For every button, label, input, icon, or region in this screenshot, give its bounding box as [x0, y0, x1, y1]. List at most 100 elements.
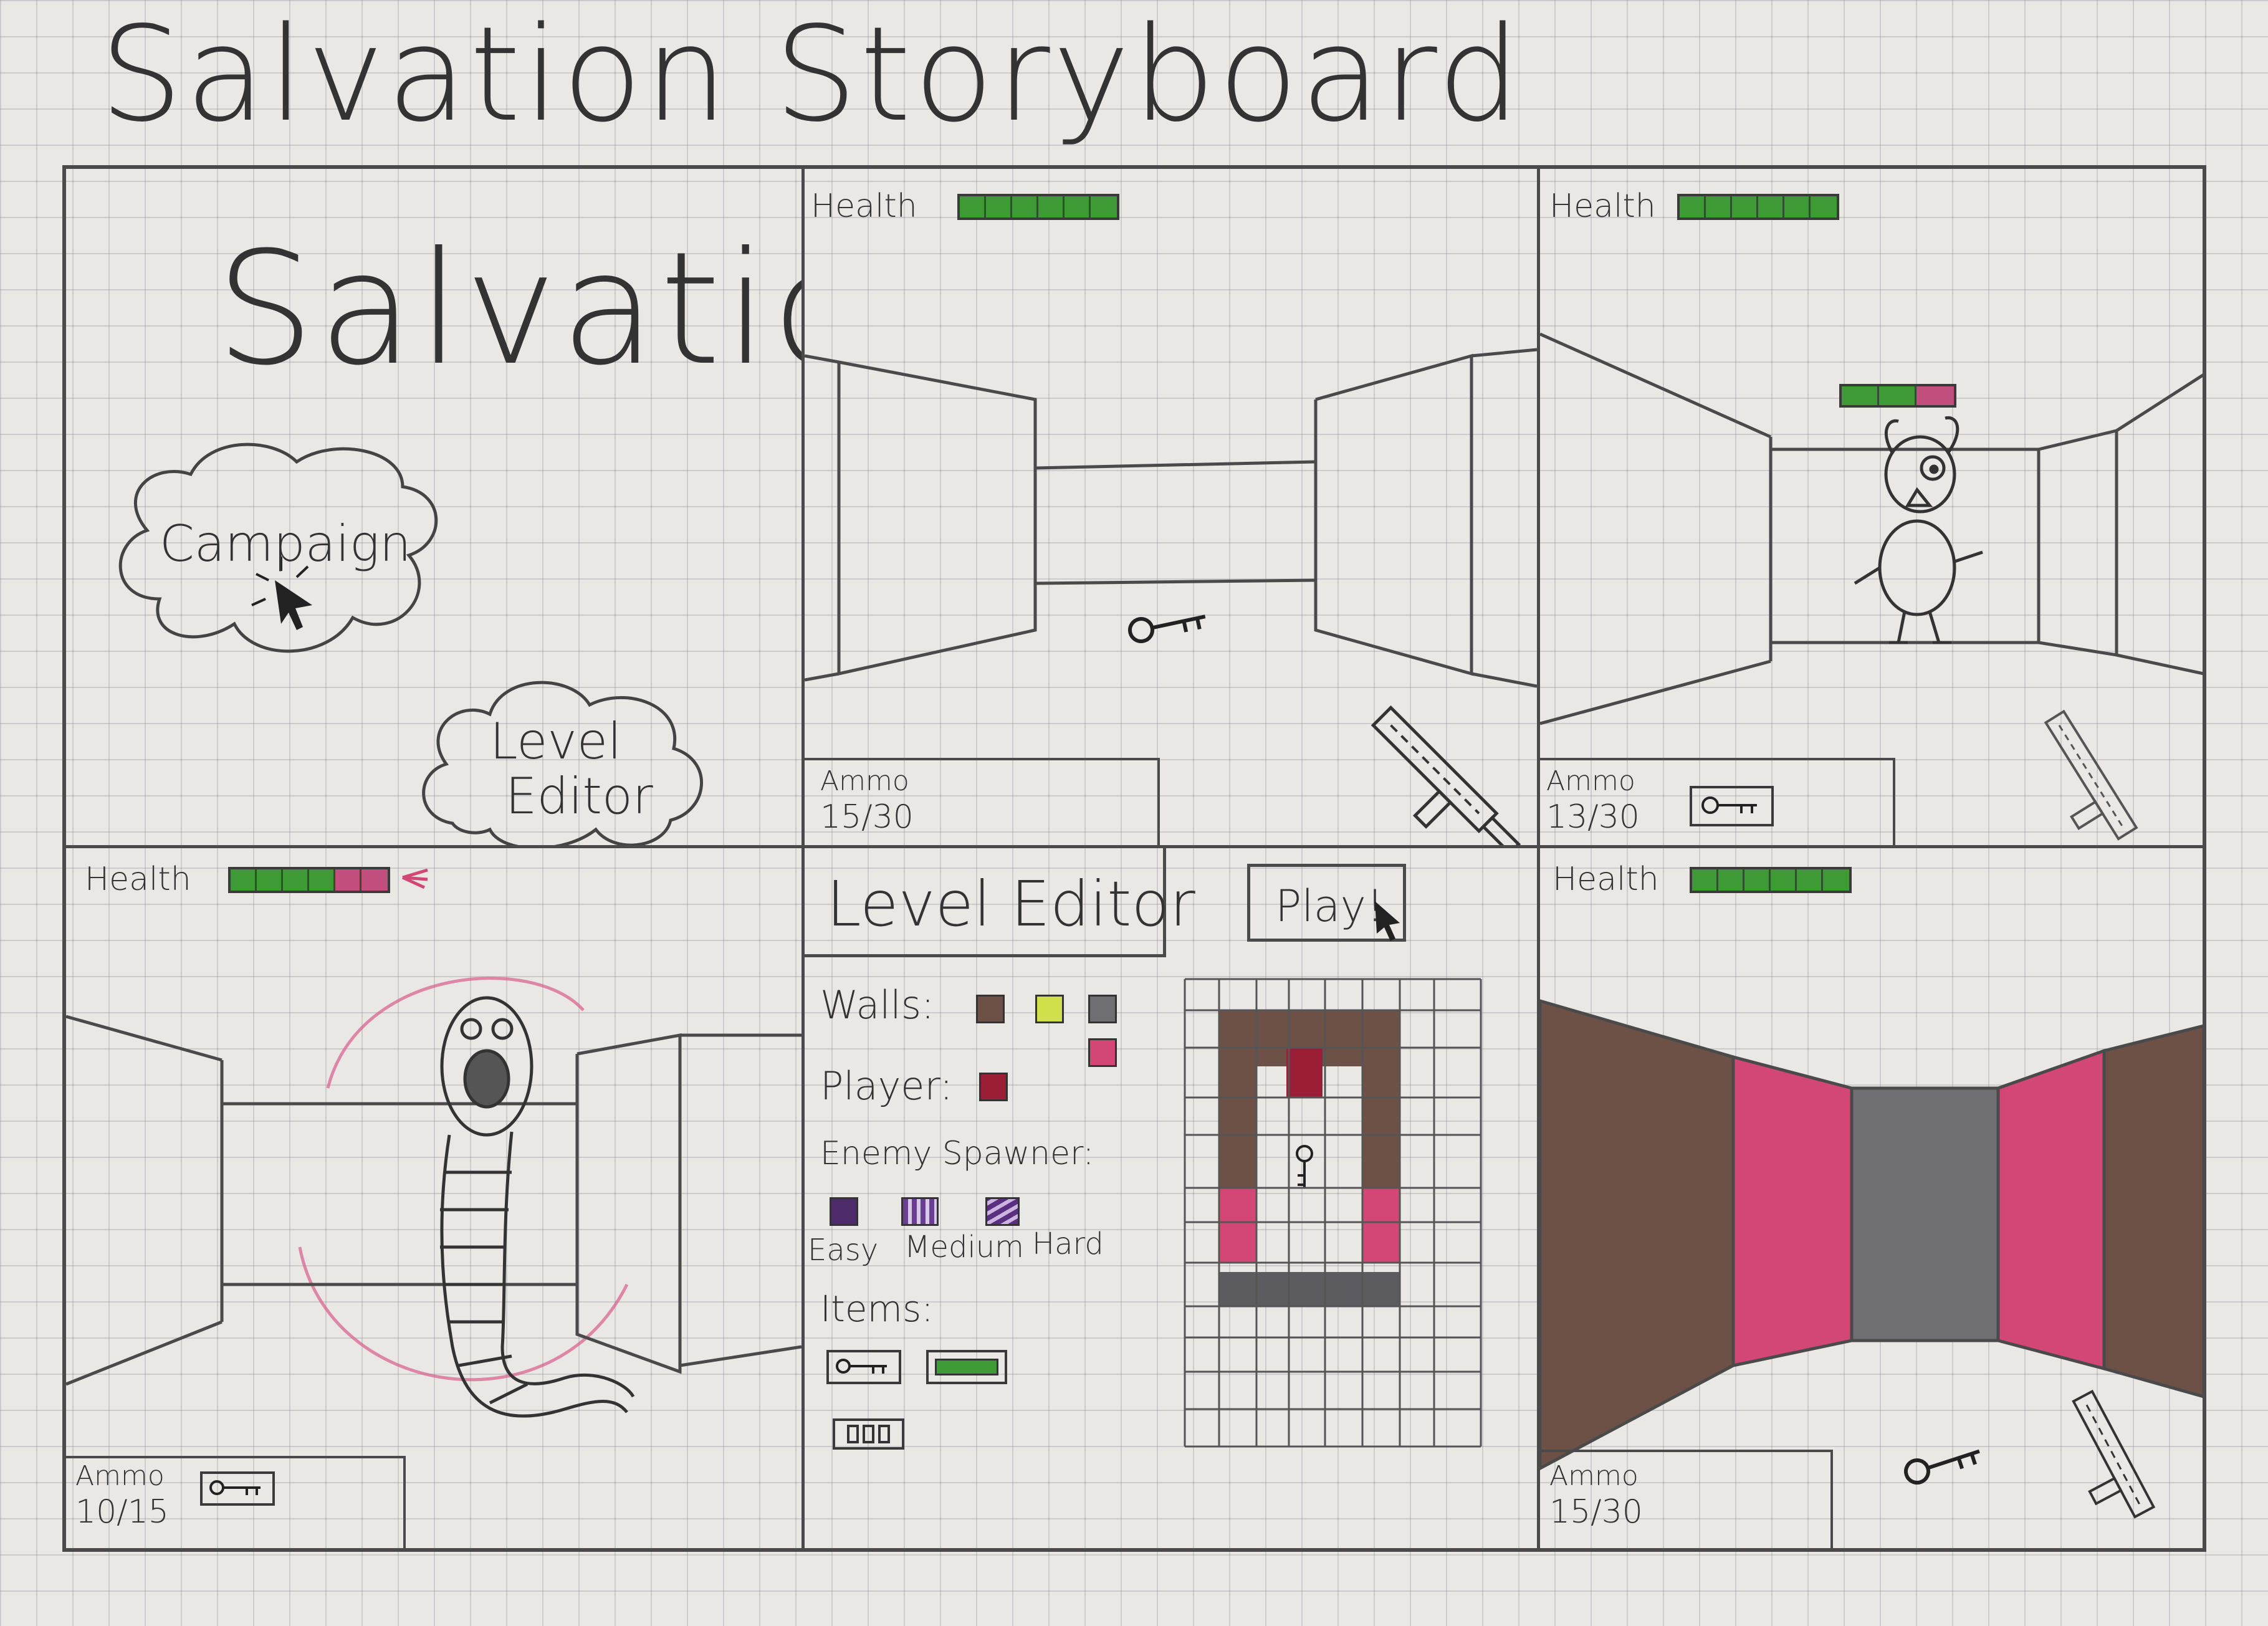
hit-flash-arc — [326, 977, 585, 1089]
health-segment — [1718, 869, 1744, 891]
spawner-easy-swatch[interactable] — [830, 1197, 858, 1226]
map-wall-pink — [1362, 1188, 1400, 1263]
inventory-key-slot — [200, 1471, 275, 1506]
divider — [66, 845, 2204, 848]
wall-pink-swatch[interactable] — [1088, 1038, 1117, 1067]
items-label: Items: — [820, 1288, 934, 1330]
level-map-grid[interactable] — [1175, 973, 1487, 1453]
item-key-button[interactable] — [826, 1350, 901, 1384]
ammo-value: 15/30 — [1549, 1493, 1643, 1531]
wall-brown-swatch[interactable] — [976, 995, 1005, 1023]
health-segment — [257, 869, 283, 891]
enemy-health-segment — [1842, 386, 1879, 405]
rifle-icon — [1371, 705, 1521, 845]
health-segment — [986, 196, 1012, 218]
health-segment — [1771, 869, 1797, 891]
map-wall-brown — [1219, 1066, 1256, 1188]
storyboard-frame: Salvation Campaign Level Editor Health — [62, 165, 2206, 1552]
health-segment — [1732, 196, 1758, 218]
player-health-bar — [957, 194, 1119, 220]
player-health-bar — [1690, 867, 1852, 893]
wall-gray — [1850, 1086, 2000, 1342]
level-editor-button-line2: Editor — [505, 767, 653, 825]
left-wall — [837, 360, 1037, 676]
key-icon — [1701, 796, 1757, 814]
rifle-icon — [2072, 1389, 2156, 1519]
health-lost-segment — [335, 869, 361, 891]
health-segment — [1797, 869, 1823, 891]
ammo-icon — [847, 1425, 890, 1443]
ammo-label: Ammo — [75, 1460, 165, 1492]
horned-enemy-icon — [1854, 416, 1983, 644]
wall-gray-swatch[interactable] — [1088, 995, 1117, 1023]
health-segment — [1680, 196, 1706, 218]
divider — [801, 169, 805, 1549]
game-title: Salvation — [216, 218, 801, 399]
enemy-spawner-label: Enemy Spawner: — [820, 1135, 1094, 1172]
map-wall-pink — [1219, 1188, 1256, 1263]
spawner-hard-swatch[interactable] — [985, 1197, 1020, 1226]
corridor-scene — [805, 348, 1537, 845]
play-button-label: Play! — [1275, 881, 1384, 932]
item-ammo-button[interactable] — [833, 1418, 904, 1450]
right-wall — [1314, 353, 1473, 676]
worm-scene — [66, 868, 801, 1418]
player-health-bar — [1677, 194, 1839, 220]
key-icon — [1904, 1449, 1980, 1485]
level-editor-button-line1: Level — [490, 712, 622, 770]
colored-corridor-scene — [1540, 999, 2204, 1519]
health-segment — [1091, 196, 1117, 218]
ammo-box — [805, 758, 1160, 845]
map-player-spawn — [1286, 1048, 1323, 1098]
rifle-icon — [2044, 709, 2138, 841]
item-health-button[interactable] — [926, 1350, 1007, 1384]
ammo-value: 10/15 — [75, 1493, 169, 1531]
panel-level-editor: Level Editor Play! Walls: Player: Enemy … — [805, 848, 1537, 1549]
wall-pink — [1731, 1055, 1854, 1368]
panel-corridor-key: Health — [805, 169, 1537, 845]
health-segment — [309, 869, 335, 891]
cursor-icon — [251, 557, 312, 630]
spawner-medium-swatch[interactable] — [901, 1197, 939, 1226]
menu-clouds — [118, 442, 704, 845]
level-editor-button[interactable]: Level Editor — [477, 714, 653, 824]
panel-main-menu: Salvation Campaign Level Editor — [66, 169, 801, 845]
map-wall-gray — [1219, 1272, 1400, 1306]
ammo-label: Ammo — [1546, 765, 1635, 797]
key-icon — [209, 1480, 261, 1495]
ammo-box — [1540, 758, 1895, 845]
panel-colored-corridor: Health — [1540, 848, 2204, 1549]
health-segment — [231, 869, 257, 891]
hard-label: Hard — [1032, 1227, 1104, 1261]
walls-label: Walls: — [820, 982, 934, 1028]
inventory-key-slot — [1690, 786, 1774, 826]
map-wall-brown — [1362, 1066, 1400, 1188]
wall-brown — [2102, 1024, 2204, 1399]
editor-title: Level Editor — [826, 868, 1195, 940]
player-label: Player: — [820, 1063, 953, 1109]
play-button[interactable]: Play! — [1247, 864, 1406, 942]
damage-indicator-icon — [401, 868, 428, 889]
health-segment — [1784, 196, 1811, 218]
health-label: Health — [1549, 188, 1656, 225]
wall-lime-swatch[interactable] — [1035, 995, 1064, 1023]
ammo-value: 13/30 — [1546, 798, 1640, 836]
medium-label: Medium — [904, 1230, 1024, 1265]
health-segment — [1706, 196, 1732, 218]
health-segment — [283, 869, 309, 891]
campaign-button[interactable]: Campaign — [160, 515, 411, 573]
ammo-box — [1540, 1450, 1833, 1549]
health-segment — [960, 196, 986, 218]
ammo-value: 15/30 — [820, 798, 914, 836]
player-swatch[interactable] — [979, 1073, 1008, 1101]
health-label: Health — [1553, 861, 1659, 898]
wall-brown — [1540, 999, 1735, 1470]
health-segment — [1758, 196, 1784, 218]
health-segment — [1692, 869, 1718, 891]
health-pack-icon — [935, 1359, 998, 1375]
health-segment — [1038, 196, 1065, 218]
ammo-box — [66, 1456, 406, 1549]
ammo-label: Ammo — [820, 765, 909, 797]
cursor-icon — [1375, 901, 1400, 941]
health-label: Health — [811, 188, 917, 225]
